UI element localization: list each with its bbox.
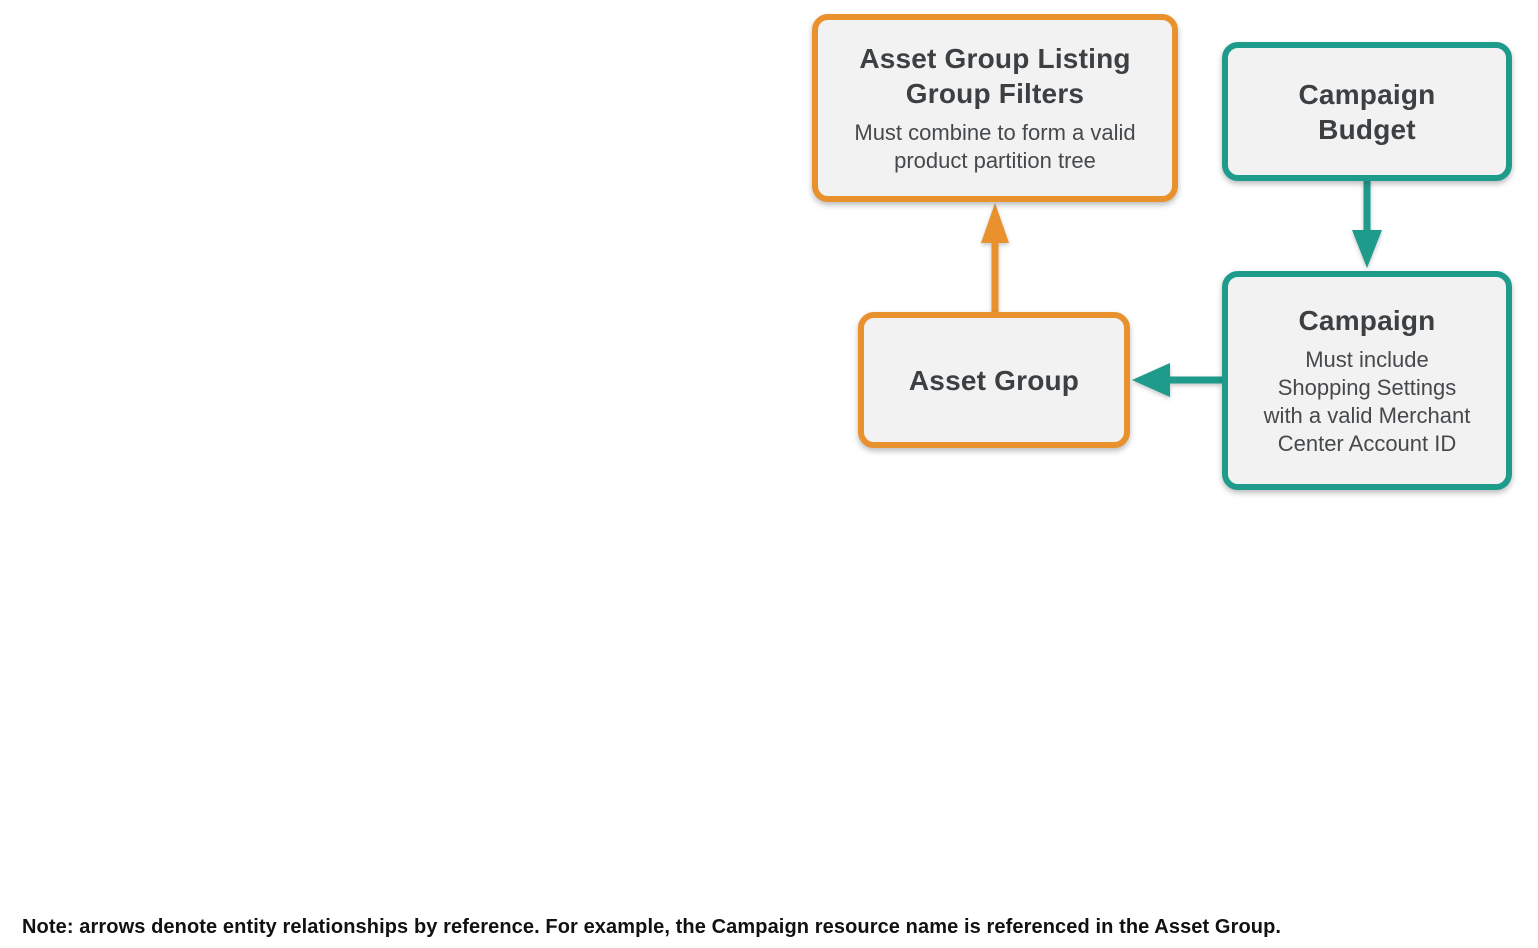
node-title-campaign: Campaign: [1298, 305, 1436, 336]
node-subtitle-campaign: Must include Shopping Settings with a va…: [1263, 347, 1471, 456]
arrow-asset-group-to-listing-filters: [981, 203, 1009, 313]
node-asset-group-listing-group-filters: Asset Group Listing Group Filters Must c…: [812, 14, 1178, 202]
node-asset-group: Asset Group: [858, 312, 1130, 448]
node-campaign: Campaign Must include Shopping Settings …: [1222, 271, 1512, 490]
arrow-campaign-budget-to-campaign: [1352, 180, 1382, 268]
node-title-campaign-budget: Campaign Budget: [1298, 78, 1436, 145]
node-campaign-budget: Campaign Budget: [1222, 42, 1512, 181]
footnote: Note: arrows denote entity relationships…: [22, 916, 1282, 938]
node-title-asset-group: Asset Group: [908, 364, 1080, 396]
node-title-listing-filters: Asset Group Listing Group Filters: [859, 43, 1131, 109]
arrow-campaign-to-asset-group: [1132, 363, 1222, 397]
node-subtitle-listing-filters: Must combine to form a valid product par…: [854, 120, 1136, 173]
